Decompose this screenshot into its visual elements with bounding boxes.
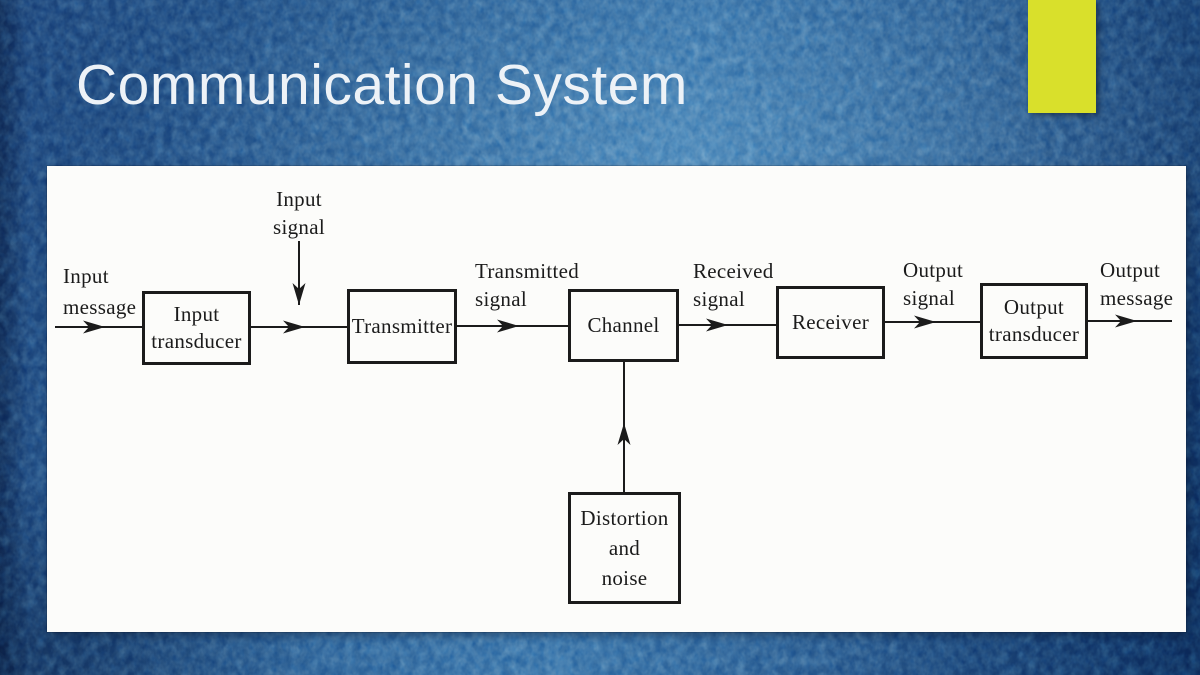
label-line: Input — [276, 187, 322, 211]
block-label-line: Channel — [587, 313, 660, 337]
block-label-line: Receiver — [791, 310, 870, 334]
arrow-up-icon — [617, 423, 631, 445]
label-line: message — [63, 295, 137, 319]
label-input-message: Input message — [63, 261, 136, 323]
label-line: message — [1100, 286, 1174, 310]
label-line: signal — [903, 286, 955, 310]
block-label-line: and — [608, 536, 641, 560]
accent-bar — [1028, 0, 1096, 113]
diagram-connectors — [55, 241, 1172, 492]
block-label-line: transducer — [151, 329, 242, 353]
arrow-right-icon — [914, 315, 936, 329]
block-label-line: Input — [173, 302, 220, 326]
block-label-line: Distortion — [580, 506, 669, 530]
block-label-line: noise — [601, 566, 648, 590]
label-line: Received — [693, 259, 774, 283]
label-line: signal — [475, 287, 527, 311]
block-label-line: Output — [1003, 295, 1065, 319]
label-output-signal: Output signal — [903, 256, 963, 312]
arrow-right-icon — [497, 319, 519, 333]
label-received-signal: Received signal — [693, 257, 774, 313]
label-line: Input — [63, 264, 109, 288]
arrow-right-icon — [1115, 314, 1137, 328]
block-distortion-noise: Distortion and noise — [568, 492, 681, 604]
block-channel: Channel — [568, 289, 679, 362]
block-label-line: Transmitter — [351, 314, 453, 338]
block-input-transducer: Input transducer — [142, 291, 251, 365]
block-transmitter: Transmitter — [347, 289, 457, 364]
label-transmitted-signal: Transmitted signal — [475, 257, 579, 313]
label-line: signal — [693, 287, 745, 311]
arrow-down-icon — [292, 283, 306, 305]
arrow-right-icon — [706, 318, 728, 332]
slide-title: Communication System — [76, 53, 688, 117]
block-label-line: transducer — [988, 322, 1080, 346]
block-output-transducer: Output transducer — [980, 283, 1088, 359]
label-input-signal: Input signal — [239, 185, 359, 241]
arrow-right-icon — [83, 320, 105, 334]
label-line: Transmitted — [475, 259, 580, 283]
label-output-message: Output message — [1100, 256, 1173, 312]
arrow-right-icon — [283, 320, 305, 334]
diagram-panel: Input transducer Transmitter Channel Rec… — [47, 166, 1186, 632]
label-line: signal — [273, 215, 325, 239]
label-line: Output — [903, 258, 964, 282]
label-line: Output — [1100, 258, 1161, 282]
block-receiver: Receiver — [776, 286, 885, 359]
